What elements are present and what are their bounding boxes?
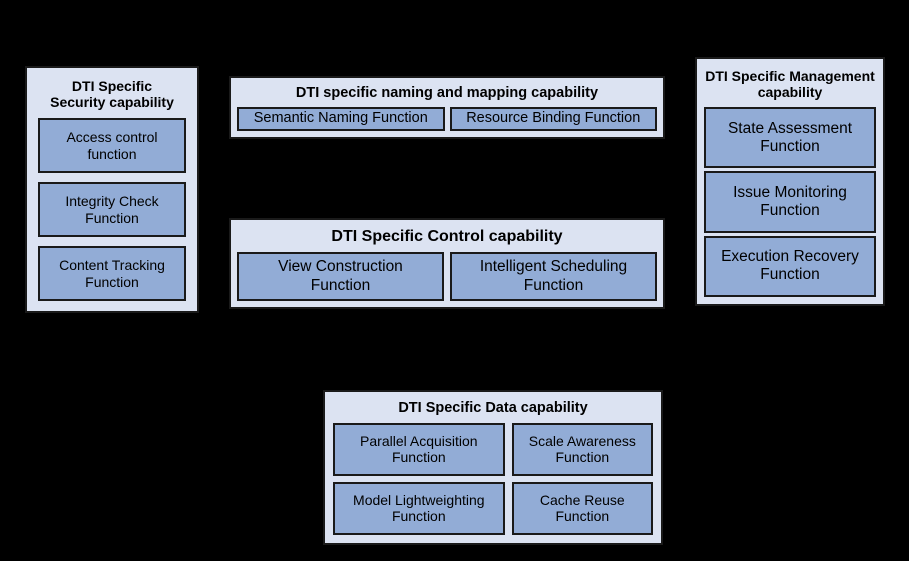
function-label-line1: Cache Reuse (539, 491, 625, 508)
function-label-line2: Function (310, 276, 371, 294)
function-label-line2: Function (85, 273, 139, 290)
function-label-line2: Function (85, 209, 139, 226)
function-label-line2: Function (555, 449, 610, 466)
panel-dti-specific-control-capability[interactable]: DTI Specific Control capability View Con… (229, 218, 665, 309)
function-label-line2: Function (760, 137, 820, 155)
data-function-row-2: Model Lightweighting Function Cache Reus… (333, 481, 653, 536)
panel-body-data: Parallel Acquisition Function Scale Awar… (325, 422, 661, 543)
panel-title-data: DTI Specific Data capability (398, 400, 588, 416)
function-label-line2: Function (523, 276, 584, 294)
function-label-integrity-check: Integrity Check Function (65, 193, 158, 226)
panel-title-security-line1: DTI Specific (71, 78, 153, 94)
panel-dti-specific-security-capability[interactable]: DTI Specific Security capability Access … (25, 66, 199, 313)
panel-dti-specific-naming-and-mapping-capability[interactable]: DTI specific naming and mapping capabili… (229, 76, 665, 139)
function-label-line1: State Assessment (727, 119, 853, 137)
function-label-cache-reuse: Cache Reuse Function (540, 492, 625, 525)
function-label-line2: Function (760, 266, 820, 284)
function-label-line1: View Construction (278, 258, 403, 276)
function-label-access-control: Access control function (66, 129, 157, 162)
function-label-line1: Content Tracking (59, 257, 165, 274)
panel-title-security: DTI Specific Security capability (27, 68, 197, 118)
function-label-content-tracking: Content Tracking Function (59, 257, 165, 290)
function-box-execution-recovery[interactable]: Execution Recovery Function (704, 235, 876, 297)
function-box-access-control[interactable]: Access control function (38, 118, 186, 174)
function-box-semantic-naming[interactable]: Semantic Naming Function (237, 106, 445, 131)
function-label-line1: Issue Monitoring (733, 183, 847, 201)
function-box-scale-awareness[interactable]: Scale Awareness Function (511, 422, 653, 476)
function-label-parallel-acquisition: Parallel Acquisition Function (360, 433, 478, 466)
function-label-line2: Function (760, 202, 820, 220)
function-label-issue-monitoring: Issue Monitoring Function (733, 184, 847, 221)
function-box-cache-reuse[interactable]: Cache Reuse Function (511, 481, 653, 536)
function-label-line1: Access control (66, 129, 158, 146)
function-label-model-lightweighting: Model Lightweighting Function (353, 492, 485, 525)
function-box-integrity-check[interactable]: Integrity Check Function (38, 182, 186, 238)
function-box-resource-binding[interactable]: Resource Binding Function (449, 106, 657, 131)
function-label-line1: Model Lightweighting (353, 491, 485, 508)
function-label-line1: Scale Awareness (528, 432, 636, 449)
function-label-intelligent-scheduling: Intelligent Scheduling Function (480, 258, 627, 295)
panel-body-security: Access control function Integrity Check … (27, 118, 197, 311)
function-label-view-construction: View Construction Function (278, 258, 403, 295)
function-label-line2: Function (391, 449, 446, 466)
panel-body-management: State Assessment Function Issue Monitori… (697, 107, 883, 304)
panel-dti-specific-management-capability[interactable]: DTI Specific Management capability State… (695, 57, 885, 306)
panel-dti-specific-data-capability[interactable]: DTI Specific Data capability Parallel Ac… (323, 390, 663, 545)
function-label-line1: Integrity Check (65, 193, 159, 210)
data-function-row-1: Parallel Acquisition Function Scale Awar… (333, 422, 653, 476)
function-box-view-construction[interactable]: View Construction Function (237, 252, 444, 301)
panel-body-naming: Semantic Naming Function Resource Bindin… (231, 106, 663, 137)
function-label-line1: Parallel Acquisition (360, 432, 478, 449)
function-box-parallel-acquisition[interactable]: Parallel Acquisition Function (333, 422, 505, 476)
panel-title-naming: DTI specific naming and mapping capabili… (295, 85, 599, 101)
panel-body-control: View Construction Function Intelligent S… (231, 252, 663, 307)
function-label-execution-recovery: Execution Recovery Function (721, 248, 859, 285)
function-box-model-lightweighting[interactable]: Model Lightweighting Function (333, 481, 505, 536)
function-box-content-tracking[interactable]: Content Tracking Function (38, 246, 186, 301)
panel-title-management: DTI Specific Management capability (697, 59, 883, 107)
panel-title-management-line2: capability (757, 84, 823, 101)
function-label-state-assessment: State Assessment Function (728, 120, 852, 157)
function-box-issue-monitoring[interactable]: Issue Monitoring Function (704, 171, 876, 233)
panel-title-management-line1: DTI Specific Management (705, 68, 875, 84)
function-label-scale-awareness: Scale Awareness Function (529, 433, 636, 466)
function-label-line1: Intelligent Scheduling (479, 258, 628, 276)
panel-title-control: DTI Specific Control capability (331, 228, 563, 245)
panel-title-security-line2: Security capability (50, 94, 174, 111)
function-label-line2: Function (391, 508, 446, 525)
function-label-line2: Function (555, 508, 610, 525)
function-box-state-assessment[interactable]: State Assessment Function (704, 107, 876, 169)
function-box-intelligent-scheduling[interactable]: Intelligent Scheduling Function (450, 252, 657, 301)
function-label-line2: function (87, 145, 137, 162)
function-label-line1: Execution Recovery (721, 248, 859, 266)
